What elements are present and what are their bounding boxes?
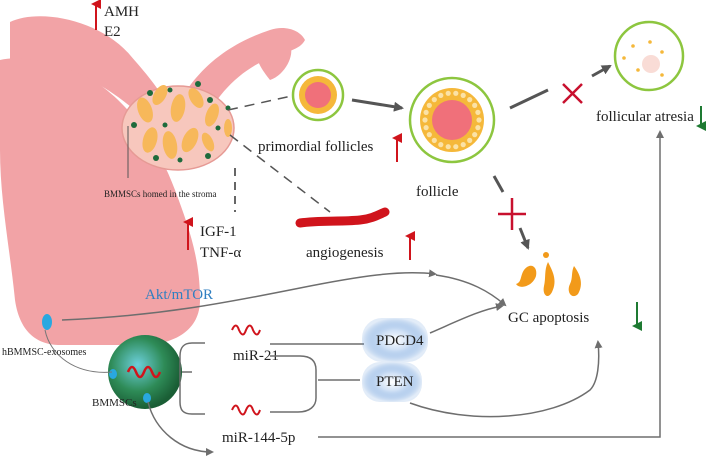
label-hbmmsc-exosomes: hBMMSC-exosomes xyxy=(2,347,87,358)
label-amh: AMH xyxy=(104,4,139,20)
granulosa-bead xyxy=(453,144,459,150)
granulosa-bead xyxy=(467,97,473,103)
granulosa-bead xyxy=(423,125,429,131)
arrow-follicle-to-apoptosis-part2 xyxy=(518,227,530,250)
arrow-follicle-to-atresia-part2 xyxy=(591,64,612,78)
granulosa-bead xyxy=(426,102,432,108)
blood-vessel-icon xyxy=(295,207,390,228)
mirna-bracket xyxy=(179,342,205,415)
arrow-cell-to-mir144 xyxy=(147,401,214,456)
granulosa-bead xyxy=(431,97,437,103)
label-akt-mtor: Akt/mTOR xyxy=(145,287,213,303)
label-gc-apoptosis: GC apoptosis xyxy=(508,310,589,326)
arrow-follicle-to-atresia-part1 xyxy=(509,88,549,110)
label-tnfa: TNF-α xyxy=(200,245,241,261)
granulosa-bead xyxy=(472,102,478,108)
arrow-to-angiogenesis xyxy=(61,269,437,321)
granulosa-bead xyxy=(422,117,428,123)
mir144-rna-icon xyxy=(231,404,261,416)
arrow-pten-to-apoptosis xyxy=(409,340,603,418)
pdcd4-node xyxy=(362,318,428,362)
label-follicular-atresia: follicular atresia xyxy=(596,109,694,125)
exosome-callout-line xyxy=(44,329,113,373)
label-mir144: miR-144-5p xyxy=(222,430,295,446)
granulosa-bead xyxy=(460,142,466,148)
atretic-follicle-icon xyxy=(613,20,685,92)
cross-block-apoptosis xyxy=(498,198,526,230)
granulosa-bead xyxy=(476,117,482,123)
granulosa-bead xyxy=(438,92,444,98)
mirna-to-pten-bracket xyxy=(270,355,317,413)
arrow-follicle-to-apoptosis-part1 xyxy=(492,175,505,193)
cross-block-atresia xyxy=(562,83,583,104)
granulosa-bead xyxy=(445,144,451,150)
granulosa-bead xyxy=(460,92,466,98)
granulosa-bead xyxy=(423,109,429,115)
granulosa-bead xyxy=(431,137,437,143)
granulosa-bead xyxy=(472,132,478,138)
primordial-follicle-icon xyxy=(291,68,345,122)
label-primordial-follicles: primordial follicles xyxy=(258,139,374,155)
pten-node xyxy=(362,362,422,402)
arrow-pdcd4-to-apoptosis xyxy=(429,303,504,334)
arrow-akt-to-apoptosis xyxy=(435,274,507,307)
granulosa-bead xyxy=(426,132,432,138)
label-igf1: IGF-1 xyxy=(200,224,237,240)
ovary-illustration xyxy=(121,81,235,178)
label-mir21: miR-21 xyxy=(233,348,279,364)
label-follicle: follicle xyxy=(416,184,459,200)
ovary-follicle-blobs xyxy=(137,85,232,159)
label-e2: E2 xyxy=(104,24,121,40)
label-pdcd4: PDCD4 xyxy=(376,333,424,349)
granulosa-bead xyxy=(453,90,459,96)
arrow-primordial-to-follicle xyxy=(351,98,404,112)
exosome-vesicle-icon xyxy=(42,314,52,330)
granulosa-bead xyxy=(438,142,444,148)
stem-cell-dots xyxy=(131,81,231,163)
mir21-rna-icon xyxy=(231,324,261,336)
granulosa-bead xyxy=(475,125,481,131)
bmmsc-cell-icon xyxy=(108,335,182,409)
label-pten: PTEN xyxy=(376,374,414,390)
dashed-line-to-angiogenesis xyxy=(229,134,331,213)
arrow-mir144-to-atresia xyxy=(318,130,664,438)
dashed-line-to-primordial xyxy=(227,94,297,111)
granulosa-bead xyxy=(467,137,473,143)
label-bmmscs: BMMSCs xyxy=(92,397,137,409)
granulosa-bead xyxy=(445,90,451,96)
follicle-icon xyxy=(408,76,496,164)
label-angiogenesis: angiogenesis xyxy=(306,245,384,261)
label-stroma-note: BMMSCs homed in the stroma xyxy=(104,189,217,199)
granulosa-bead xyxy=(475,109,481,115)
apoptotic-cells-icon xyxy=(516,252,581,297)
